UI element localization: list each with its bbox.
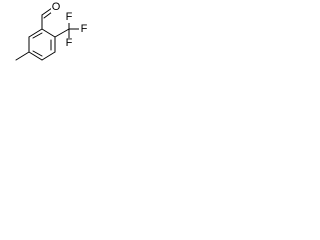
fluorine-right-bg xyxy=(79,23,89,34)
fluorine-bottom-label: F xyxy=(66,37,73,49)
cf3-carbon-bond xyxy=(54,28,70,38)
ring-double-bond-inner-3 xyxy=(32,50,43,57)
ring-bond-c6-c1 xyxy=(28,28,43,38)
aldehyde-co-bond-2 xyxy=(43,11,53,19)
ring-bond-c4-c5 xyxy=(28,51,43,61)
ring-double-bond-inner-1 xyxy=(32,32,43,39)
aldehyde-co-bond-1 xyxy=(41,7,53,16)
fluorine-bottom-bg xyxy=(64,38,74,49)
methyl-bond xyxy=(15,51,30,61)
fluorine-top-label: F xyxy=(66,11,73,23)
fluorine-top-bg xyxy=(64,12,74,23)
ring-bond-c3-c4 xyxy=(41,51,56,61)
fluorine-right-label: F xyxy=(81,23,88,35)
chemical-structure: O F F F xyxy=(15,1,89,61)
ring-bond-c1-c2 xyxy=(41,28,56,38)
aldehyde-oxygen-bg xyxy=(51,2,61,13)
aldehyde-oxygen-label: O xyxy=(52,1,61,13)
